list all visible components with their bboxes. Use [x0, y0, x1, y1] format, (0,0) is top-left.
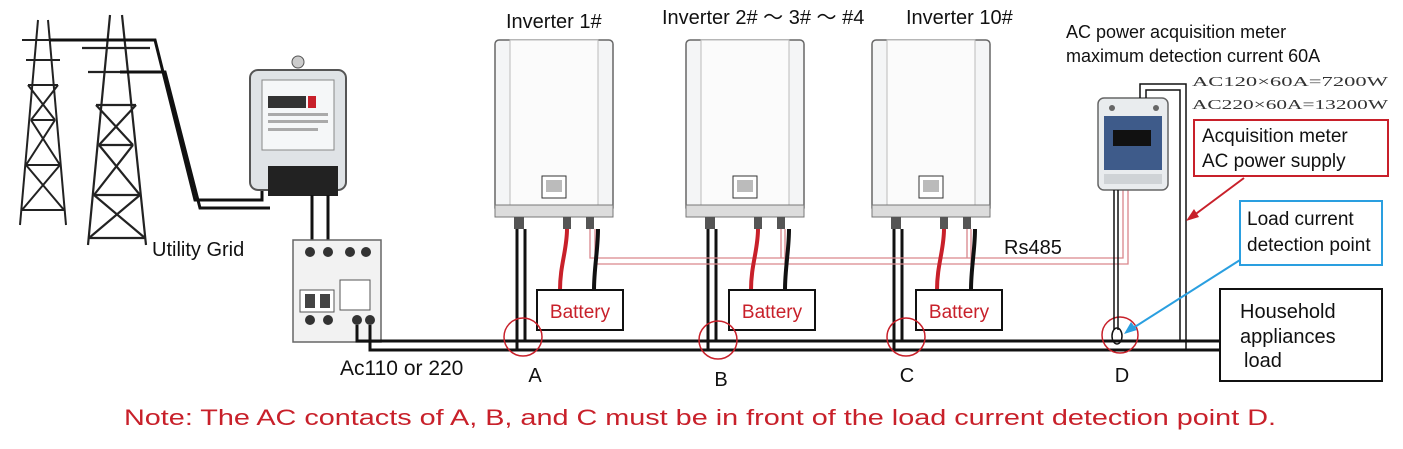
- acquisition-meter-device: [1097, 97, 1169, 191]
- battery-3-label: Battery: [929, 302, 990, 323]
- meter-spec-line2: AC220×60A=13200W: [1192, 98, 1389, 113]
- meter-spec-line1: AC120×60A=7200W: [1192, 75, 1389, 90]
- ac-bus: [355, 325, 1220, 352]
- ac-voltage-label: Ac110 or 220: [340, 357, 463, 380]
- detection-callout-line1: Load current: [1247, 209, 1354, 230]
- inverter-10-label: Inverter 10#: [906, 7, 1014, 29]
- battery-cables: [558, 228, 977, 291]
- utility-grid-label: Utility Grid: [152, 239, 244, 261]
- battery-2-label: Battery: [742, 302, 803, 323]
- note-text: Note: The AC contacts of A, B, and C mus…: [124, 405, 1276, 430]
- rs485-lines: [589, 168, 1129, 265]
- supply-callout: Acquisition meter AC power supply: [1186, 119, 1389, 221]
- energy-meter: [249, 55, 347, 196]
- household-load-box: Household appliances load: [1219, 288, 1383, 382]
- meter-title-line1: AC power acquisition meter: [1066, 22, 1286, 42]
- rs485-label: Rs485: [1004, 237, 1062, 259]
- inverter-1: [494, 39, 614, 229]
- circuit-breaker: [292, 239, 382, 343]
- meter-output-wires: [310, 195, 330, 245]
- contact-circles: [503, 316, 1139, 360]
- supply-callout-line1: Acquisition meter: [1202, 126, 1348, 147]
- battery-2: Battery: [728, 289, 816, 331]
- inverter-range-label: Inverter 2# ～ 3# ～ #4: [662, 7, 864, 29]
- detection-callout-line2: detection point: [1247, 235, 1371, 256]
- power-tower-right: [82, 14, 150, 246]
- ct-sensor-wires: [1111, 190, 1123, 345]
- household-line1: Household: [1240, 301, 1336, 323]
- detection-callout: Load current detection point: [1124, 200, 1383, 334]
- battery-3: Battery: [915, 289, 1003, 331]
- grid-feed-wires: [50, 38, 270, 210]
- battery-1-label: Battery: [550, 302, 611, 323]
- point-d-label: D: [1115, 365, 1129, 387]
- battery-1: Battery: [536, 289, 624, 331]
- point-c-label: C: [900, 365, 914, 387]
- meter-power-wires: [1139, 83, 1187, 350]
- inverter-ac-drops: [515, 229, 904, 350]
- inverter-1-label: Inverter 1#: [506, 11, 602, 33]
- household-line2: appliances: [1240, 326, 1336, 348]
- inverter-2: [685, 39, 805, 229]
- power-tower-left: [19, 19, 67, 226]
- point-b-label: B: [714, 369, 727, 391]
- point-a-label: A: [528, 365, 542, 387]
- household-line3: load: [1244, 350, 1282, 372]
- meter-title-line2: maximum detection current 60A: [1066, 46, 1320, 66]
- inverter-10: [871, 39, 991, 229]
- supply-callout-line2: AC power supply: [1202, 151, 1346, 172]
